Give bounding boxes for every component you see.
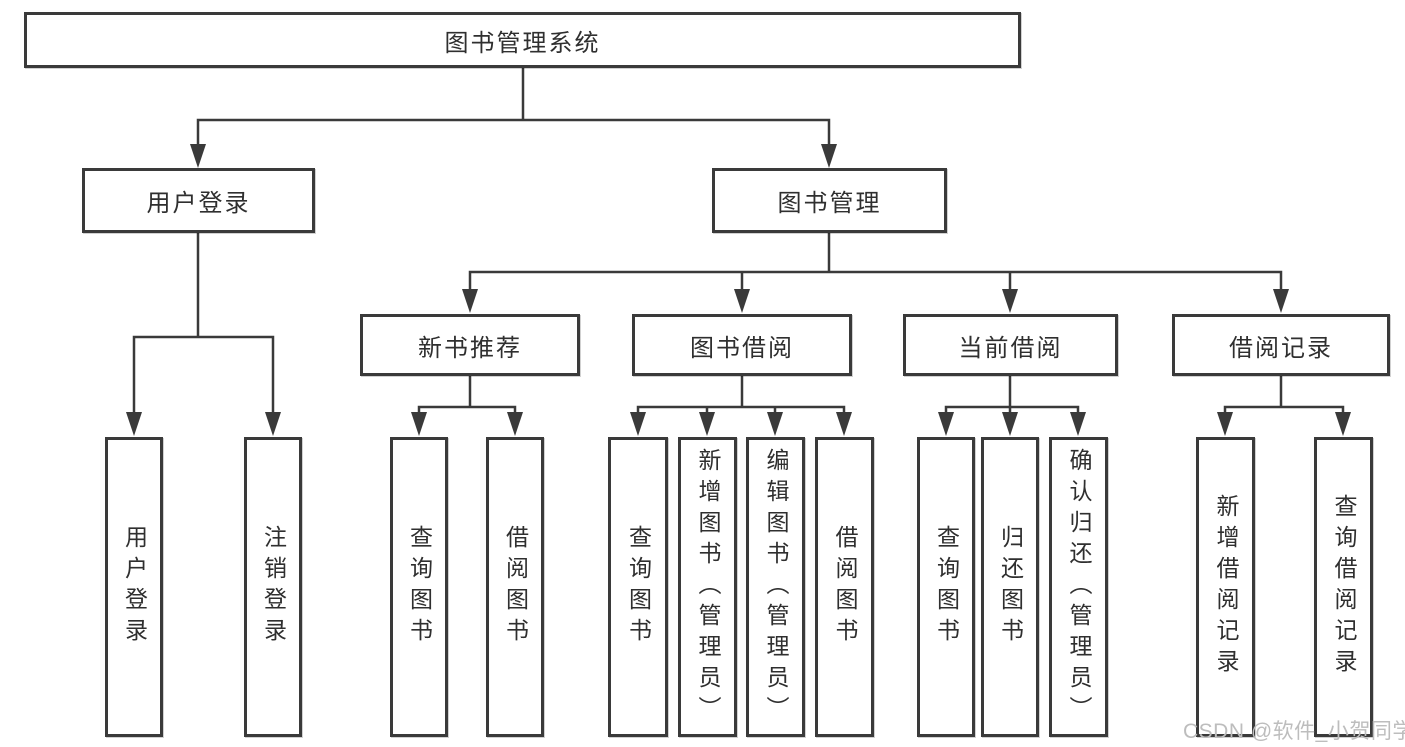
node-label: 借阅图书: [502, 525, 529, 649]
csdn-watermark: CSDN @软件_小贺同学: [1183, 720, 1405, 743]
leaf-return-book: 归还图书: [981, 437, 1039, 737]
leaf-query-books-borrow: 查询图书: [608, 437, 668, 737]
leaf-edit-book-admin: 编辑图书（管理员）: [746, 437, 805, 737]
leaf-query-borrow-record: 查询借阅记录: [1314, 437, 1373, 737]
node-label: 用户登录: [146, 190, 251, 217]
node-label: 借阅图书: [832, 525, 858, 649]
leaf-borrow-books-recommend: 借阅图书: [486, 437, 544, 737]
leaf-logout: 注销登录: [244, 437, 302, 737]
node-label: 新增图书（管理员）: [695, 447, 721, 727]
node-label: 确认归还（管理员）: [1066, 447, 1092, 727]
node-label: 图书管理系统: [444, 29, 601, 57]
node-label: 编辑图书（管理员）: [763, 447, 789, 727]
node-label: 归还图书: [997, 525, 1024, 649]
leaf-query-books-recommend: 查询图书: [390, 437, 448, 737]
node-label: 当前借阅: [958, 334, 1063, 362]
node-new-book-recommend: 新书推荐: [360, 314, 580, 376]
node-label: 查询图书: [933, 525, 960, 649]
node-user-login: 用户登录: [82, 168, 315, 233]
node-current-borrow: 当前借阅: [903, 314, 1118, 376]
leaf-add-book-admin: 新增图书（管理员）: [678, 437, 737, 737]
node-borrow-records: 借阅记录: [1172, 314, 1390, 376]
node-library-management-system: 图书管理系统: [24, 12, 1021, 68]
node-label: 新增借阅记录: [1213, 494, 1239, 680]
node-label: 查询图书: [406, 525, 433, 649]
node-label: 图书借阅: [690, 334, 794, 362]
node-label: 新书推荐: [418, 334, 522, 362]
leaf-query-books-current: 查询图书: [917, 437, 975, 737]
node-label: 查询图书: [625, 525, 652, 649]
node-label: 查询借阅记录: [1331, 494, 1357, 680]
node-label: 图书管理: [777, 190, 882, 217]
node-book-borrow: 图书借阅: [632, 314, 852, 376]
leaf-user-login: 用户登录: [105, 437, 163, 737]
node-label: 用户登录: [121, 525, 148, 649]
node-book-management: 图书管理: [712, 168, 947, 233]
node-label: 借阅记录: [1229, 334, 1333, 362]
node-label: 注销登录: [260, 525, 287, 649]
leaf-confirm-return-admin: 确认归还（管理员）: [1049, 437, 1108, 737]
leaf-borrow-books: 借阅图书: [815, 437, 874, 737]
leaf-add-borrow-record: 新增借阅记录: [1196, 437, 1255, 737]
